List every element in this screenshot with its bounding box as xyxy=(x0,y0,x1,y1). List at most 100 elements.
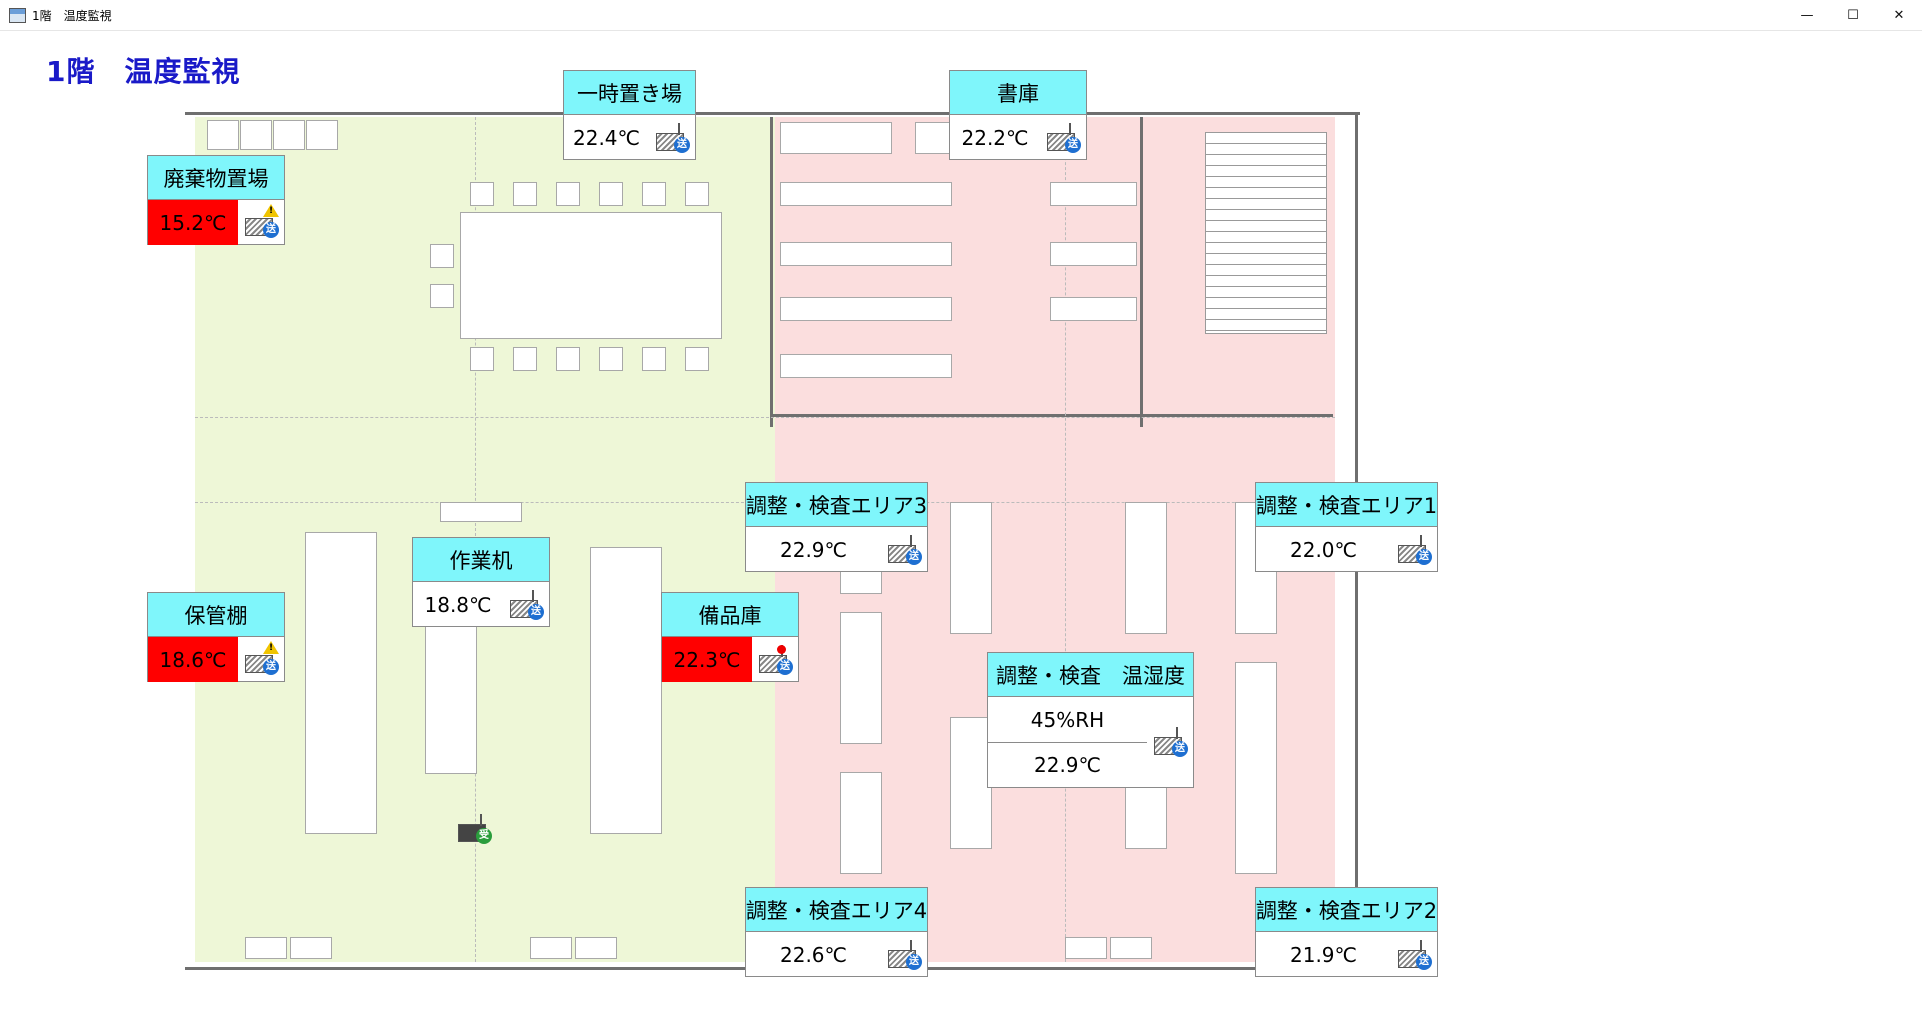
humidity-value: 45%RH xyxy=(1030,707,1105,732)
cabinet xyxy=(207,120,239,150)
chair xyxy=(556,182,580,206)
inspection-table xyxy=(1125,502,1167,634)
floor-plan xyxy=(185,92,1360,972)
close-button[interactable]: ✕ xyxy=(1893,7,1905,23)
sensor-waste[interactable]: 廃棄物置場 15.2℃ 送 xyxy=(147,155,285,245)
transmitter-icon: 送 xyxy=(1154,727,1188,757)
alarm-lamp-icon xyxy=(777,645,786,654)
temperature-value: 22.4℃ xyxy=(573,125,640,150)
sensor-area4[interactable]: 調整・検査エリア4 22.6℃ 送 xyxy=(745,887,928,977)
sensor-name: 調整・検査 温湿度 xyxy=(988,653,1193,697)
chair xyxy=(642,347,666,371)
staircase xyxy=(1205,132,1327,334)
desk xyxy=(440,502,522,522)
cabinet xyxy=(273,120,305,150)
sensor-name: 保管棚 xyxy=(148,593,284,637)
cabinet xyxy=(575,937,617,959)
work-desk xyxy=(305,532,377,834)
chair xyxy=(642,182,666,206)
chair xyxy=(470,182,494,206)
temperature-value: 15.2℃ xyxy=(148,200,238,245)
sensor-name: 調整・検査エリア1 xyxy=(1256,483,1437,527)
transmitter-icon: 送 xyxy=(1398,535,1432,565)
inspection-table xyxy=(950,717,992,849)
work-desk xyxy=(590,547,662,834)
sensor-area3[interactable]: 調整・検査エリア3 22.9℃ 送 xyxy=(745,482,928,572)
inspection-table xyxy=(840,772,882,874)
transmitter-icon: 送 xyxy=(510,590,544,620)
wall xyxy=(185,112,1360,115)
sensor-name: 備品庫 xyxy=(662,593,798,637)
transmitter-icon: 送 xyxy=(759,645,793,675)
sensor-humidity[interactable]: 調整・検査 温湿度 45%RH 22.9℃ 送 xyxy=(987,652,1194,788)
grid-line xyxy=(1065,117,1066,962)
window-titlebar: 1階 温度監視 — ☐ ✕ xyxy=(0,0,1922,31)
chair xyxy=(513,347,537,371)
chair xyxy=(430,244,454,268)
bookshelf xyxy=(1050,242,1137,266)
temperature-value: 22.2℃ xyxy=(961,125,1029,150)
receiver[interactable]: 受 xyxy=(450,808,508,856)
transmitter-icon: 送 xyxy=(1398,940,1432,970)
inspection-table xyxy=(840,612,882,744)
cabinet xyxy=(306,120,338,150)
chair xyxy=(685,347,709,371)
transmitter-icon: 送 xyxy=(245,204,279,238)
cabinet xyxy=(1065,937,1107,959)
cabinet xyxy=(530,937,572,959)
transmitter-icon: 送 xyxy=(888,940,922,970)
temperature-value: 22.9℃ xyxy=(780,537,847,562)
inspection-table xyxy=(950,502,992,634)
temperature-value: 22.9℃ xyxy=(988,742,1147,787)
transmitter-icon: 送 xyxy=(1047,123,1081,153)
sensor-name: 一時置き場 xyxy=(564,71,695,115)
sensor-area1[interactable]: 調整・検査エリア1 22.0℃ 送 xyxy=(1255,482,1438,572)
chair xyxy=(599,347,623,371)
wall xyxy=(1140,117,1143,427)
sensor-name: 作業机 xyxy=(413,538,549,582)
chair xyxy=(470,347,494,371)
cabinet xyxy=(1110,937,1152,959)
minimize-button[interactable]: — xyxy=(1800,7,1814,23)
transmitter-icon: 送 xyxy=(656,123,690,153)
chair xyxy=(599,182,623,206)
window-title: 1階 温度監視 xyxy=(32,9,112,23)
chair xyxy=(430,284,454,308)
chair xyxy=(556,347,580,371)
bookshelf xyxy=(780,242,952,266)
bookshelf xyxy=(780,354,952,378)
sensor-temp-store[interactable]: 一時置き場 22.4℃ 送 xyxy=(563,70,696,160)
temperature-value: 22.3℃ xyxy=(662,637,752,682)
wall xyxy=(773,414,1333,417)
temperature-value: 18.8℃ xyxy=(424,592,492,617)
cabinet xyxy=(780,122,892,154)
warning-icon xyxy=(263,641,279,654)
wall xyxy=(770,117,773,427)
sensor-name: 調整・検査エリア4 xyxy=(746,888,927,932)
bookshelf xyxy=(780,297,952,321)
page-title: 1階 温度監視 xyxy=(46,55,241,88)
cabinet xyxy=(245,937,287,959)
maximize-button[interactable]: ☐ xyxy=(1847,7,1859,23)
bookshelf xyxy=(1050,182,1137,206)
app-icon xyxy=(9,8,26,23)
sensor-name: 廃棄物置場 xyxy=(148,156,284,200)
cabinet xyxy=(240,120,272,150)
sensor-shelf[interactable]: 保管棚 18.6℃ 送 xyxy=(147,592,285,682)
warning-icon xyxy=(263,204,279,217)
meeting-table xyxy=(460,212,722,339)
grid-line xyxy=(195,417,1335,418)
receiver-icon: 受 xyxy=(458,814,492,844)
sensor-name: 調整・検査エリア2 xyxy=(1256,888,1437,932)
chair xyxy=(513,182,537,206)
sensor-bookstore[interactable]: 書庫 22.2℃ 送 xyxy=(949,70,1087,160)
sensor-supply[interactable]: 備品庫 22.3℃ 送 xyxy=(661,592,799,682)
temperature-value: 18.6℃ xyxy=(148,637,238,682)
sensor-workdesk[interactable]: 作業机 18.8℃ 送 xyxy=(412,537,550,627)
sensor-area2[interactable]: 調整・検査エリア2 21.9℃ 送 xyxy=(1255,887,1438,977)
bookshelf xyxy=(1050,297,1137,321)
temperature-value: 22.0℃ xyxy=(1290,537,1357,562)
temperature-value: 22.6℃ xyxy=(780,942,847,967)
temperature-value: 21.9℃ xyxy=(1290,942,1357,967)
sensor-name: 調整・検査エリア3 xyxy=(746,483,927,527)
